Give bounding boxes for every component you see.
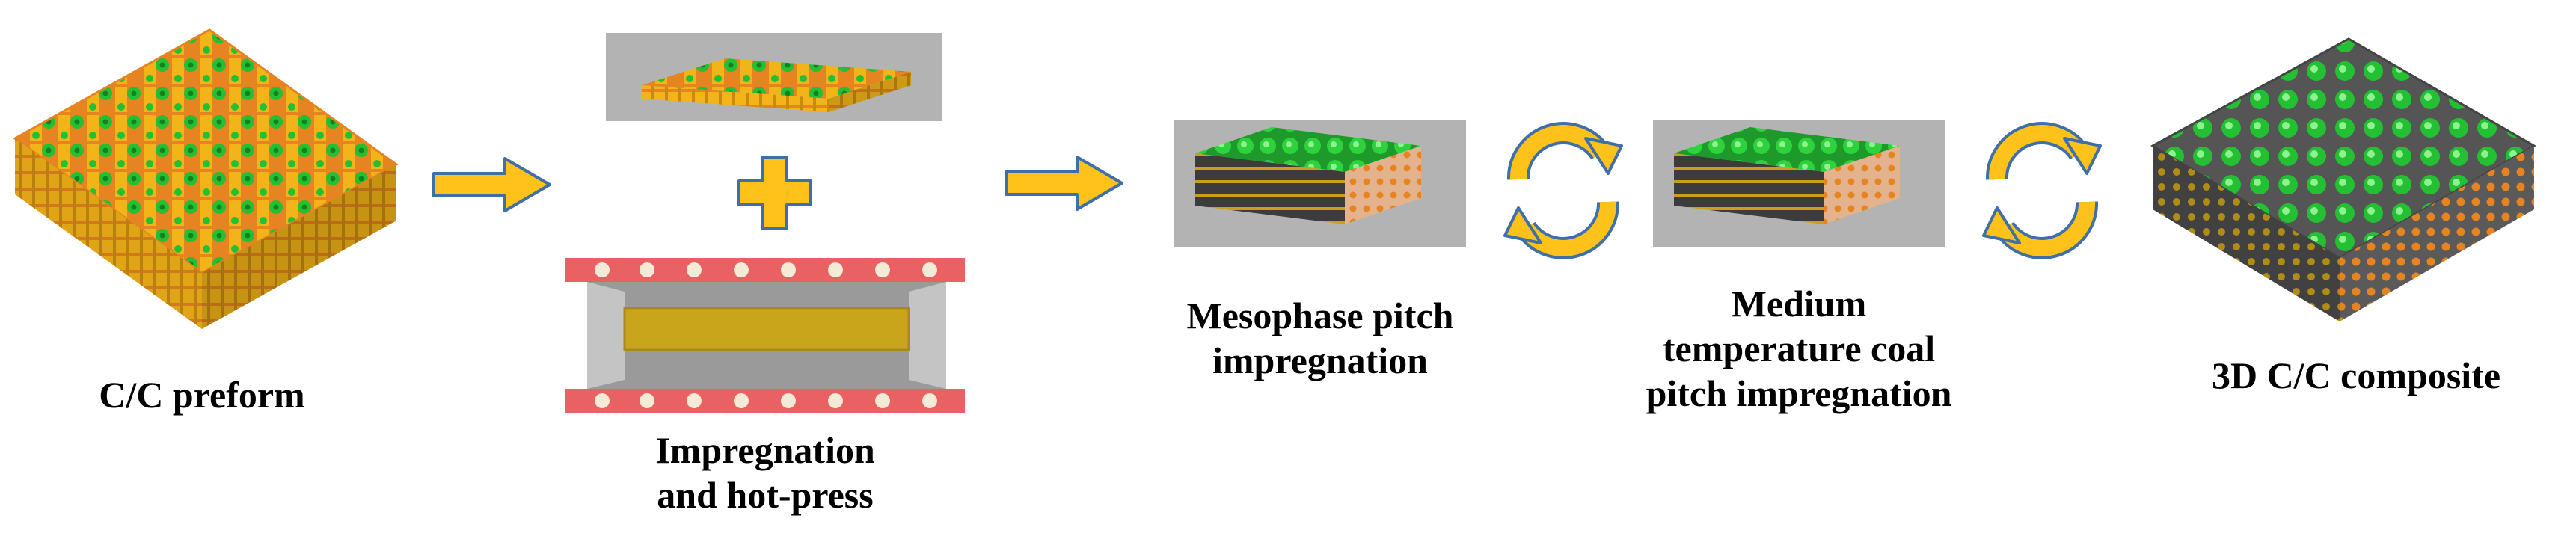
step-label-coal-pitch: Medium temperature coal pitch impregnati… <box>1571 281 2027 416</box>
hot-press-mold <box>565 258 965 413</box>
coal-pitch-block-panel <box>1653 120 1945 247</box>
plus-icon <box>737 156 812 230</box>
label-line: Impregnation <box>655 429 875 471</box>
label-line: Medium <box>1731 283 1867 324</box>
label-line: Mesophase pitch <box>1186 295 1454 336</box>
mesophase-block-panel <box>1174 120 1466 247</box>
cycle-arrows-icon <box>1503 122 1623 259</box>
step-label-preform: C/C preform <box>30 372 374 417</box>
label-line: temperature coal <box>1662 327 1936 369</box>
step-label-impregnation: Impregnation and hot-press <box>574 428 956 517</box>
cc-preform-block <box>13 28 399 329</box>
step-label-composite: 3D C/C composite <box>2147 353 2566 398</box>
label-line: impregnation <box>1212 339 1428 381</box>
label-line: pitch impregnation <box>1646 372 1952 414</box>
right-arrow-icon <box>432 157 551 212</box>
label-line: 3D C/C composite <box>2211 354 2501 396</box>
step-label-mesophase: Mesophase pitch impregnation <box>1118 293 1522 383</box>
cc-composite-block <box>2150 37 2537 321</box>
right-arrow-icon <box>1005 156 1123 211</box>
label-line: and hot-press <box>657 474 874 516</box>
label-line: C/C preform <box>99 374 305 416</box>
impregnation-preform-panel <box>606 33 942 121</box>
cycle-arrows-icon <box>1982 122 2102 259</box>
